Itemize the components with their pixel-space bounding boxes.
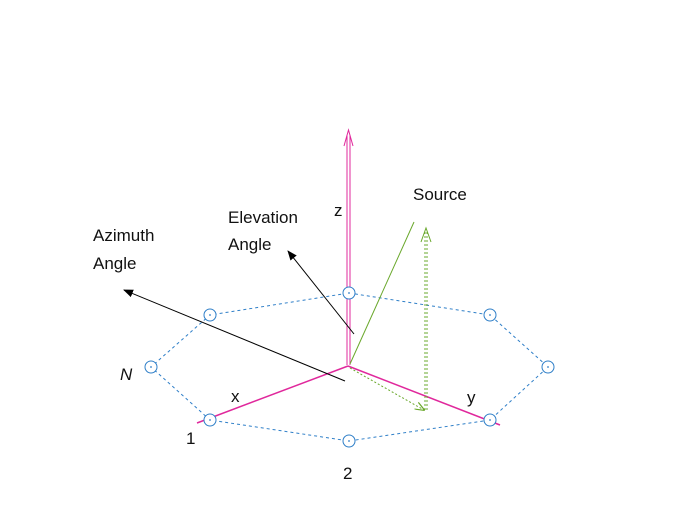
array-outline bbox=[150, 292, 549, 442]
y-axis bbox=[347, 365, 501, 426]
y-axis-label: y bbox=[467, 388, 476, 407]
array-element-centers bbox=[150, 292, 549, 442]
source-ground-projection bbox=[349, 367, 424, 410]
azimuth-angle-label-line1: Azimuth bbox=[93, 226, 154, 245]
azimuth-angle-arrow bbox=[123, 289, 346, 382]
x-axis bbox=[196, 365, 349, 424]
elevation-angle-arrow bbox=[287, 250, 355, 335]
x-axis-label: x bbox=[231, 387, 240, 406]
elevation-angle-label-line2: Angle bbox=[228, 235, 271, 254]
source-elevation-projection bbox=[420, 226, 432, 410]
element-2-label: 2 bbox=[343, 464, 352, 483]
z-axis-label: z bbox=[334, 201, 343, 220]
source-vector bbox=[349, 221, 415, 365]
azimuth-angle-label-line2: Angle bbox=[93, 254, 136, 273]
element-1-label: 1 bbox=[186, 429, 195, 448]
element-n-label: N bbox=[120, 365, 133, 384]
elevation-angle-label-line1: Elevation bbox=[228, 208, 298, 227]
source-label: Source bbox=[413, 185, 467, 204]
z-axis bbox=[343, 128, 354, 365]
